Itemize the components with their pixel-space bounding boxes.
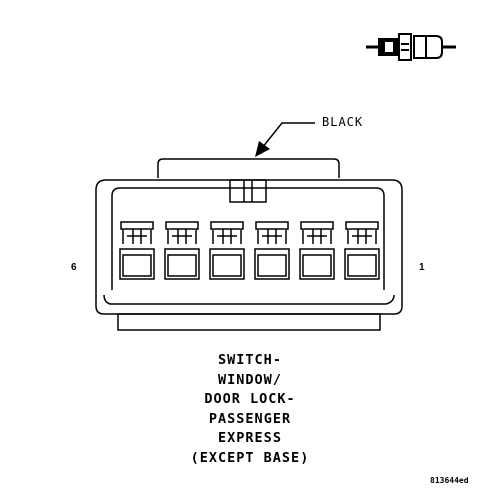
caption-line: PASSENGER [208, 410, 292, 427]
pin-number-right: 1 [419, 262, 425, 273]
terminal-cavity [344, 221, 380, 280]
terminal-cavity [164, 221, 200, 280]
terminal-cavity [254, 221, 290, 280]
connector-housing [95, 158, 403, 331]
caption-line: EXPRESS [218, 430, 282, 446]
caption-line: WINDOW/ [218, 371, 282, 388]
caption-line: (EXCEPT BASE) [190, 449, 310, 466]
connector-caption: SWITCH- WINDOW/ DOOR LOCK- PASSENGER EXP… [150, 351, 350, 468]
caption-line: DOOR LOCK- [204, 391, 296, 407]
figure-id: 813644ed [430, 476, 469, 485]
connector-symbol-icon [366, 33, 456, 61]
pin-number-left: 6 [71, 262, 77, 273]
terminal-cavity [299, 221, 335, 280]
arrow-pointer-icon [255, 122, 315, 157]
terminal-cavity [209, 221, 245, 280]
terminal-cavity [119, 221, 155, 280]
terminal-row [119, 221, 380, 280]
wire-color-label: BLACK [322, 115, 364, 129]
caption-line: SWITCH- [218, 352, 282, 368]
